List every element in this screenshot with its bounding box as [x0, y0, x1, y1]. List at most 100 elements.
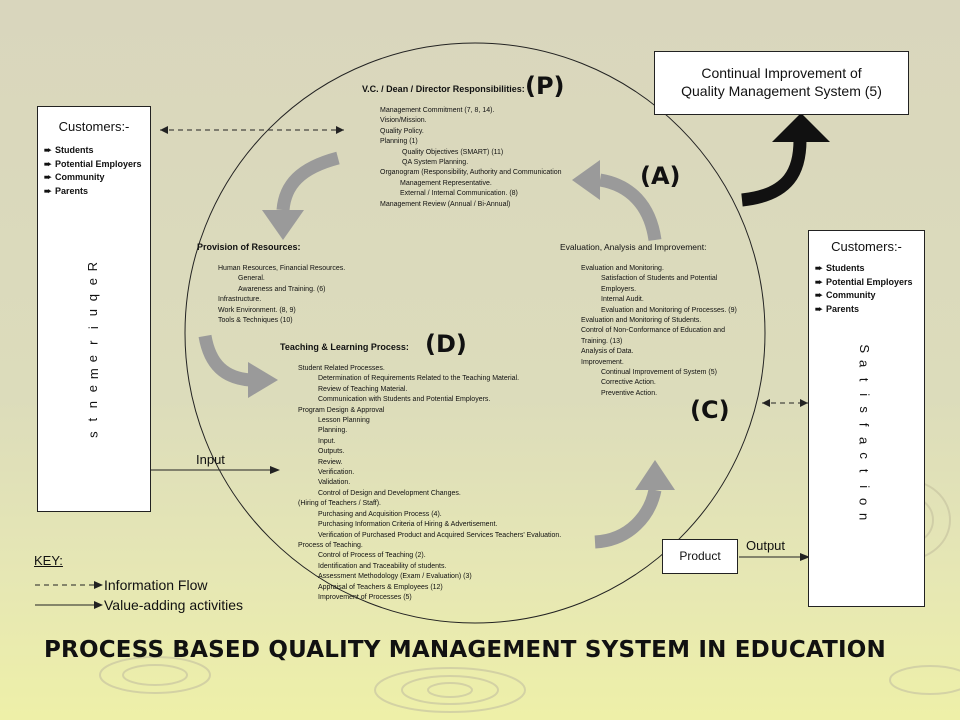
customers-satisfaction-box: Customers:- ➨Students ➨Potential Employe… [808, 230, 925, 607]
vertical-letter: i [85, 326, 101, 330]
list-item: Employers. [601, 285, 637, 293]
letter-c: (C) [690, 396, 730, 424]
vertical-letter: t [85, 417, 101, 422]
customers-title-right: Customers:- [831, 239, 902, 254]
list-item: Purchasing Information Criteria of Hirin… [318, 521, 498, 529]
vertical-letter: S [856, 344, 872, 353]
list-item: Vision/Mission. [380, 117, 427, 125]
arrow-bullet-icon: ➨ [44, 185, 52, 196]
list-item: Review. [318, 458, 343, 466]
process-circle [184, 42, 766, 624]
list-item: Control of Non-Conformance of Education … [581, 327, 725, 335]
key-title: KEY: [34, 553, 63, 568]
list-item: Awareness and Training. (6) [238, 285, 326, 293]
list-item: Planning (1) [380, 138, 418, 146]
list-item: ➨Potential Employers [44, 158, 150, 172]
list-item: Communication with Students and Potentia… [318, 396, 491, 404]
list-item: ➨Potential Employers [815, 276, 924, 290]
key-info-flow: Information Flow [104, 577, 208, 593]
section-p-list: Management Commitment (7, 8, 14). Vision… [380, 106, 562, 210]
arrow-bullet-icon: ➨ [815, 263, 823, 273]
arrow-head-res-to-tl [248, 362, 278, 398]
output-label: Output [746, 538, 786, 553]
list-item: Evaluation and Monitoring of Processes. … [601, 306, 737, 314]
list-item: Evaluation and Monitoring of Students. [581, 317, 702, 325]
section-eval-list: Evaluation and Monitoring. Satisfaction … [581, 264, 737, 399]
continual-improvement-line1: Continual Improvement of [701, 65, 862, 81]
list-item: Improvement of Processes (5) [318, 593, 412, 601]
list-item: ➨Parents [44, 185, 150, 199]
vertical-letter: r [85, 340, 101, 346]
list-item: Corrective Action. [601, 379, 656, 387]
vertical-letter: u [85, 308, 101, 317]
list-item: Determination of Requirements Related to… [318, 375, 520, 383]
section-resources-list: Human Resources, Financial Resources. Ge… [218, 264, 345, 326]
vertical-letter: s [85, 431, 101, 439]
vertical-letter: s [856, 406, 872, 414]
customers-title-left: Customers:- [58, 119, 130, 134]
list-item: Analysis of Data. [581, 348, 634, 356]
satisfaction-vertical-label: S a t i s f a c t i o n [856, 341, 872, 525]
list-item: ➨Parents [815, 303, 924, 317]
section-p-heading: V.C. / Dean / Director Responsibilities: [362, 84, 525, 94]
list-item: Preventive Action. [601, 389, 658, 397]
list-item: Planning. [318, 427, 348, 435]
customers-list-right: ➨Students ➨Potential Employers ➨Communit… [809, 262, 924, 316]
letter-a: (A) [640, 162, 681, 190]
list-item: Training. (13) [581, 337, 623, 345]
vertical-letter: q [85, 293, 101, 301]
list-item: Lesson Planning [318, 417, 370, 425]
vertical-letter: o [856, 498, 872, 506]
arrow-head-c-to-a [572, 160, 600, 200]
arrow-bullet-icon: ➨ [815, 290, 823, 300]
list-item: Satisfaction of Students and Potential [601, 275, 718, 283]
vertical-letter: c [856, 452, 872, 459]
vertical-letter: t [856, 377, 872, 382]
improvement-arrow [741, 139, 807, 207]
vertical-letter: a [856, 360, 872, 368]
list-item: Quality Policy. [380, 127, 424, 135]
vertical-letter: i [856, 393, 872, 396]
list-item: Outputs. [318, 448, 345, 456]
list-item: Quality Objectives (SMART) (11) [402, 148, 504, 156]
grey-cycle-arrows [198, 151, 662, 549]
arrow-bullet-icon: ➨ [815, 276, 823, 287]
list-item: ➨Community [815, 289, 924, 303]
letter-d: (D) [425, 330, 467, 358]
letter-p: (P) [525, 72, 565, 100]
list-item: ➨Students [815, 262, 924, 276]
list-item: Management Commitment (7, 8, 14). [380, 107, 495, 114]
continual-improvement-line2: Quality Management System (5) [681, 83, 882, 99]
list-item: Validation. [318, 479, 351, 487]
vertical-letter: R [85, 261, 101, 272]
arrow-bullet-icon: ➨ [44, 145, 52, 155]
arrow-bullet-icon: ➨ [44, 158, 52, 169]
list-item: Verification of Purchased Product and Ac… [318, 531, 562, 539]
vertical-letter: e [85, 354, 101, 363]
list-item: Evaluation and Monitoring. [581, 265, 664, 272]
list-item: ➨Students [44, 144, 150, 158]
list-item: Identification and Traceability of stude… [318, 562, 447, 570]
key-value-adding: Value-adding activities [104, 597, 244, 613]
arrow-head-p-to-d [262, 210, 304, 240]
section-tl-list: Student Related Processes. Determination… [298, 364, 561, 603]
list-item: Management Review (Annual / Bi-Annual) [380, 200, 511, 208]
list-item: Program Design & Approval [298, 406, 385, 414]
list-item: Continual Improvement of System (5) [601, 369, 717, 377]
list-item: QA System Planning. [402, 159, 469, 167]
vertical-letter: a [856, 436, 872, 445]
list-item: Purchasing and Acquisition Process (4). [318, 510, 442, 518]
list-item: Internal Audit. [601, 296, 644, 304]
vertical-letter: m [85, 368, 101, 380]
list-item: (Hiring of Teachers / Staff). [298, 500, 381, 508]
list-item: Input. [318, 437, 336, 445]
vertical-letter: n [85, 400, 101, 408]
vertical-letter: t [856, 469, 872, 473]
list-item: Human Resources, Financial Resources. [218, 265, 346, 272]
vertical-letter: e [85, 278, 101, 286]
list-item: Tools & Techniques (10) [218, 317, 293, 325]
section-eval-heading: Evaluation, Analysis and Improvement: [560, 242, 707, 252]
customers-requirements-box: Customers:- ➨Students ➨Potential Employe… [37, 106, 151, 512]
list-item: General. [238, 275, 265, 283]
